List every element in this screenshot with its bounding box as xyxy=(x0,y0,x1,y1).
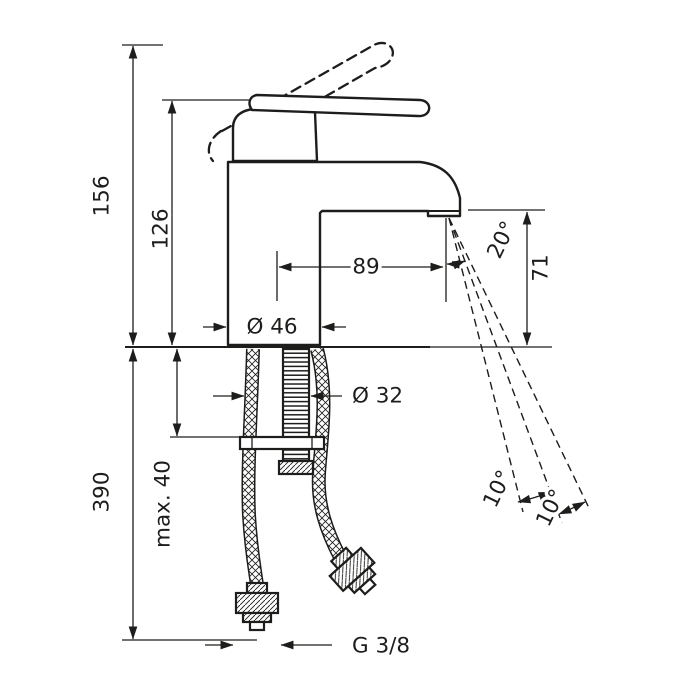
angle-arc-20 xyxy=(446,259,466,270)
connector-left-collar xyxy=(245,581,269,595)
hose-left xyxy=(248,349,257,585)
spray-line-3 xyxy=(448,217,590,509)
spray-line-1 xyxy=(448,217,524,513)
angle-arc-10-right xyxy=(558,501,586,515)
angle-arc-10-left xyxy=(517,491,552,504)
spray-line-2 xyxy=(448,217,563,524)
mounting-plate-facets xyxy=(251,437,313,449)
hose-connector-right xyxy=(328,546,377,596)
raised-lever-dashed xyxy=(207,41,394,163)
raised-lever-pivot-arc xyxy=(207,129,223,163)
angle-label-20: 20° xyxy=(482,217,521,262)
angle-label-10-right: 10° xyxy=(531,485,570,530)
angle-label-10-left: 10° xyxy=(478,466,517,511)
faucet-body xyxy=(226,93,462,347)
dia-label-32: Ø 32 xyxy=(352,384,403,409)
spray-angle-lines xyxy=(448,217,590,524)
connector-right-tip xyxy=(358,577,377,596)
hose-connector-left xyxy=(234,581,280,632)
handle-lever-outline xyxy=(248,93,431,118)
mounting-plate xyxy=(238,435,326,451)
connector-left-nut xyxy=(234,591,280,615)
body-and-spout-outline xyxy=(226,160,462,347)
dim-label-126: 126 xyxy=(149,208,174,249)
dim-label-max40: max. 40 xyxy=(151,460,176,548)
undercounter-assembly xyxy=(234,349,377,632)
connector-left-tip xyxy=(248,620,266,632)
dia-label-46: Ø 46 xyxy=(246,315,297,340)
raised-lever-outline xyxy=(220,41,394,143)
connector-left-thread xyxy=(241,611,273,624)
shank-nut xyxy=(277,459,315,476)
dim-label-89: 89 xyxy=(352,255,379,280)
dim-label-71: 71 xyxy=(529,254,554,281)
thread-label-g38: G 3/8 xyxy=(352,634,410,659)
dim-label-156: 156 xyxy=(90,175,115,216)
dim-label-390: 390 xyxy=(90,471,115,512)
hose-right xyxy=(317,349,340,557)
handle-cap-outline xyxy=(231,107,319,163)
